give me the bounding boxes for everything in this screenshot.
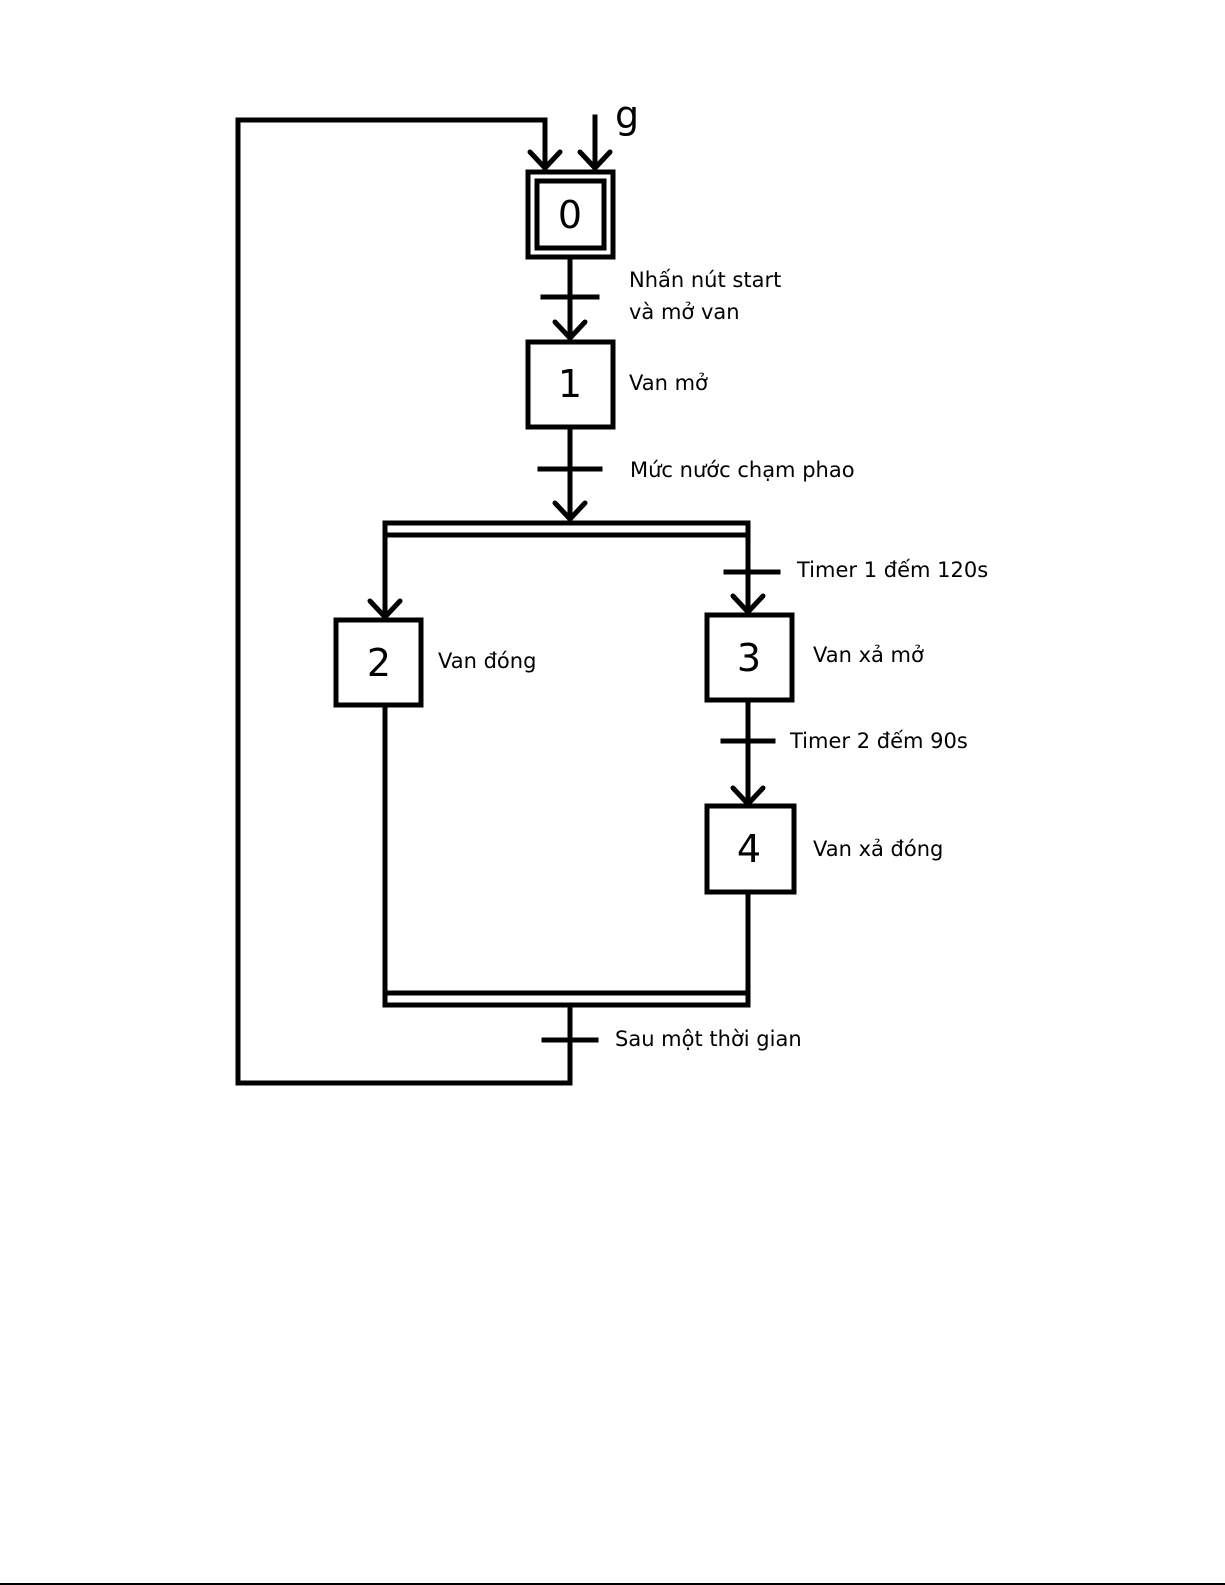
step-1-action: Van mở bbox=[629, 371, 708, 395]
step-2-number: 2 bbox=[367, 641, 391, 685]
step-0-number: 0 bbox=[558, 193, 582, 237]
return-loop-wire bbox=[238, 120, 570, 1083]
transition-0-1-label-line1: Nhấn nút start bbox=[629, 268, 781, 292]
transition-return-label: Sau một thời gian bbox=[615, 1027, 802, 1051]
transition-split-3-label: Timer 1 đếm 120s bbox=[796, 558, 988, 582]
transition-3-4-label: Timer 2 đếm 90s bbox=[789, 729, 968, 753]
initial-marker-label: g bbox=[615, 93, 639, 137]
step-4-action: Van xả đóng bbox=[813, 837, 943, 861]
step-3-number: 3 bbox=[737, 636, 761, 680]
step-2-action: Van đóng bbox=[438, 649, 536, 673]
transition-1-split-label: Mức nước chạm phao bbox=[630, 458, 855, 482]
step-4-number: 4 bbox=[737, 827, 761, 871]
transition-0-1-label-line2: và mở van bbox=[629, 300, 740, 324]
step-3-action: Van xả mở bbox=[813, 643, 924, 667]
step-1-number: 1 bbox=[558, 362, 582, 406]
